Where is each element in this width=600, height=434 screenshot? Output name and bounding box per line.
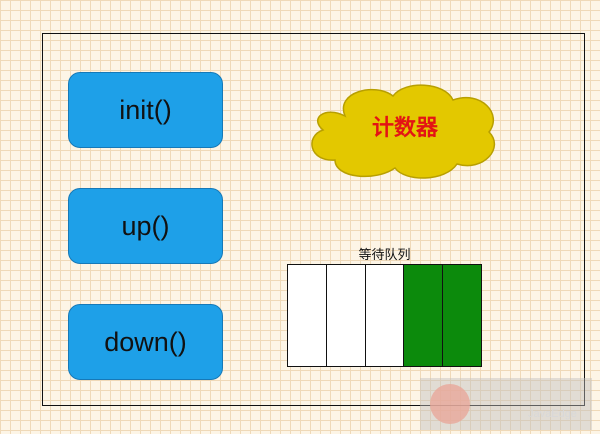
wait-queue-title: 等待队列 <box>358 247 411 262</box>
queue-slot-empty <box>327 265 366 366</box>
wait-queue <box>287 264 482 367</box>
counter-label: 计数器 <box>371 115 438 140</box>
queue-slot-empty <box>288 265 327 366</box>
down-method-label: down() <box>104 326 187 357</box>
up-method-box: up() <box>68 188 223 264</box>
up-method-label: up() <box>121 210 170 241</box>
queue-slot-occupied <box>443 265 481 366</box>
semaphore-frame <box>42 33 585 406</box>
down-method-box: down() <box>68 304 223 380</box>
queue-slot-occupied <box>404 265 444 366</box>
queue-slot-empty <box>366 265 405 366</box>
watermark: JavaEdge <box>420 378 592 430</box>
watermark-text: JavaEdge <box>528 408 577 420</box>
counter-cloud <box>311 84 496 179</box>
init-method-box: init() <box>68 72 223 148</box>
monkey-logo-icon <box>430 384 470 424</box>
init-method-label: init() <box>119 94 172 125</box>
